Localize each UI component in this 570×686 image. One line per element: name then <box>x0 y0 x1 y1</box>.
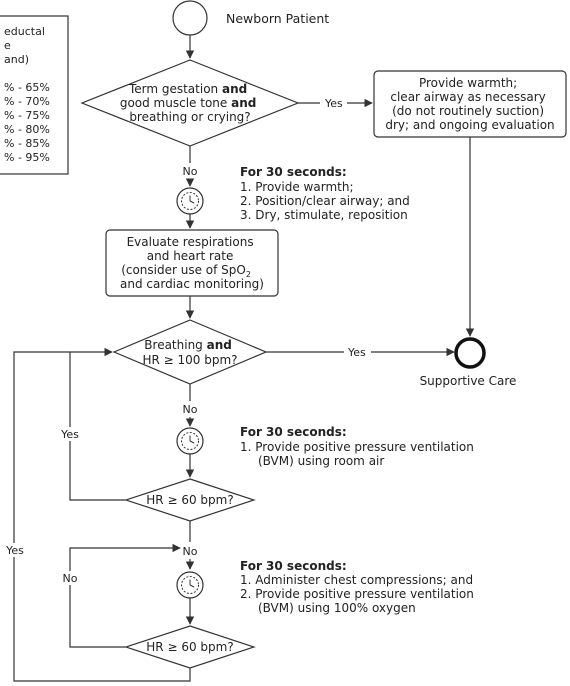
evaluate-box-text: Evaluate respirations and heart rate (co… <box>120 235 264 291</box>
legend-line: e <box>4 39 11 52</box>
decision-hr2-text: HR ≥ 60 bpm? <box>146 640 233 654</box>
connector-hr2-yes-loop <box>13 351 191 682</box>
timer-icon <box>176 571 204 599</box>
no-label-hr1: No <box>183 545 198 558</box>
decision-breathing-text: Breathing and HR ≥ 100 bpm? <box>142 338 237 367</box>
legend-box: eductal e and) % - 65% % - 70% % - 75% %… <box>0 15 69 175</box>
legend-line: % - 70% <box>4 95 50 108</box>
decision-breathing-hr <box>112 319 268 385</box>
legend-line: and) <box>4 53 29 66</box>
legend-line: % - 85% <box>4 137 50 150</box>
yes-label-hr2: Yes <box>5 544 24 557</box>
step2-text: For 30 seconds: 1. Provide positive pres… <box>240 425 478 468</box>
no-label-bg <box>58 571 82 585</box>
decision-hr1-text: HR ≥ 60 bpm? <box>146 493 233 507</box>
timer-icon <box>176 427 204 455</box>
legend-line: % - 65% <box>4 81 50 94</box>
supportive-care-node <box>454 337 486 369</box>
timer-icon <box>176 187 204 215</box>
legend-line: % - 95% <box>4 151 50 164</box>
yes-label-hr1: Yes <box>60 428 79 441</box>
warmth-box-text: Provide warmth; clear airway as necessar… <box>385 76 554 132</box>
legend-line: % - 75% <box>4 109 50 122</box>
start-node <box>172 0 208 36</box>
evaluate-box <box>105 229 279 297</box>
supportive-care-label: Supportive Care <box>420 374 517 388</box>
step1-text: For 30 seconds: 1. Provide warmth; 2. Po… <box>240 165 414 222</box>
legend-line: % - 80% <box>4 123 50 136</box>
legend-line: eductal <box>4 25 45 38</box>
yes-label-term: Yes <box>324 97 343 110</box>
yes-label-bg <box>56 427 84 441</box>
start-label: Newborn Patient <box>226 11 329 26</box>
step3-text: For 30 seconds: 1. Administer chest comp… <box>240 559 478 615</box>
decision-term-text: Term gestation and good muscle tone and … <box>120 82 260 124</box>
no-label-hr2: No <box>63 572 78 585</box>
legend-text: eductal e and) % - 65% % - 70% % - 75% %… <box>4 25 53 164</box>
connector-hr1-yes-loop <box>69 347 126 501</box>
yes-label-breathing: Yes <box>347 346 366 359</box>
no-label-breathing: No <box>183 403 198 416</box>
yes-label-bg <box>2 543 28 557</box>
connector-hr2-no-loop <box>69 543 181 648</box>
no-label-term: No <box>183 165 198 178</box>
